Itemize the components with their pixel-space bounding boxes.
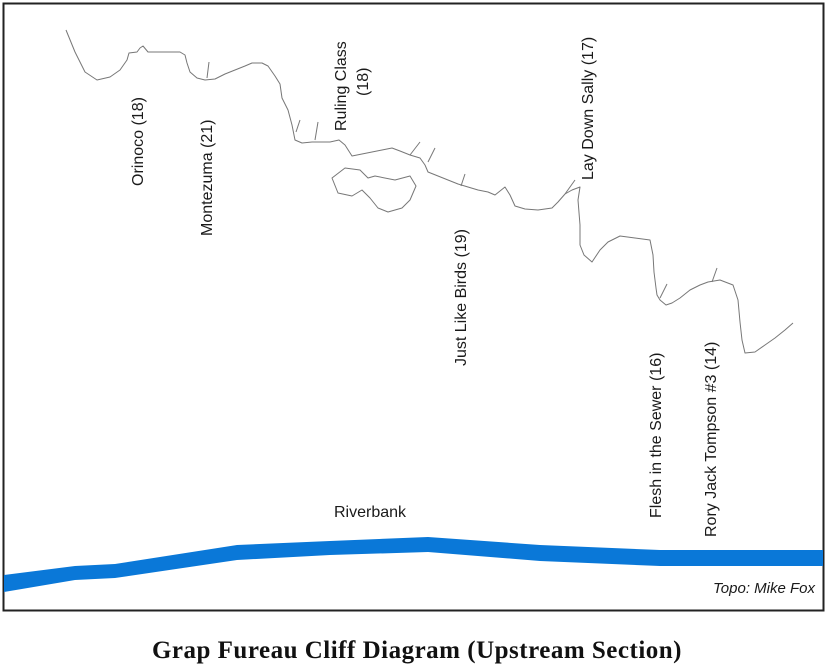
- diagram-caption: Grap Fureau Cliff Diagram (Upstream Sect…: [152, 637, 682, 664]
- route-tick-rory-jack: [711, 267, 718, 283]
- route-tick-ledge-2: [427, 147, 436, 163]
- route-label-ruling-class-grade: (18): [355, 68, 372, 96]
- svg-text:Flesh in the Sewer (16): Flesh in the Sewer (16): [648, 353, 665, 518]
- svg-text:Orinoco (18): Orinoco (18): [130, 97, 147, 186]
- route-tick-montezuma: [206, 61, 210, 79]
- route-label-just-like-birds: Just Like Birds (19): [453, 229, 470, 366]
- svg-text:Ruling Class: Ruling Class: [333, 41, 350, 131]
- svg-text:Just Like Birds (19): Just Like Birds (19): [453, 229, 470, 366]
- cliff-top-line: [65, 29, 794, 354]
- route-label-rory-jack-tompson: Rory Jack Tompson #3 (14): [703, 342, 720, 537]
- route-tick-lay-down-sally: [564, 179, 576, 195]
- svg-text:(18): (18): [355, 68, 372, 96]
- route-label-montezuma: Montezuma (21): [199, 120, 216, 237]
- route-tick-flesh-in-the-sewer: [659, 283, 668, 299]
- route-tick-ruling-class-2: [314, 121, 319, 141]
- route-label-orinoco: Orinoco (18): [130, 97, 147, 186]
- diagram-frame: [2, 2, 825, 612]
- svg-text:Lay Down Sally (17): Lay Down Sally (17): [580, 37, 597, 180]
- route-label-lay-down-sally: Lay Down Sally (17): [580, 37, 597, 180]
- route-label-flesh-in-the-sewer: Flesh in the Sewer (16): [648, 353, 665, 518]
- route-tick-ruling-class: [295, 119, 301, 133]
- route-tick-ledge: [409, 141, 421, 156]
- svg-text:Montezuma (21): Montezuma (21): [199, 120, 216, 237]
- topo-credit: Topo: Mike Fox: [713, 580, 815, 597]
- svg-text:Rory Jack Tompson #3 (14): Rory Jack Tompson #3 (14): [703, 342, 720, 537]
- riverbank-label: Riverbank: [334, 504, 407, 521]
- river: [4, 537, 823, 592]
- route-label-ruling-class: Ruling Class: [333, 41, 350, 131]
- route-tick-just-like-birds: [460, 173, 466, 187]
- boulder-outline: [331, 167, 417, 213]
